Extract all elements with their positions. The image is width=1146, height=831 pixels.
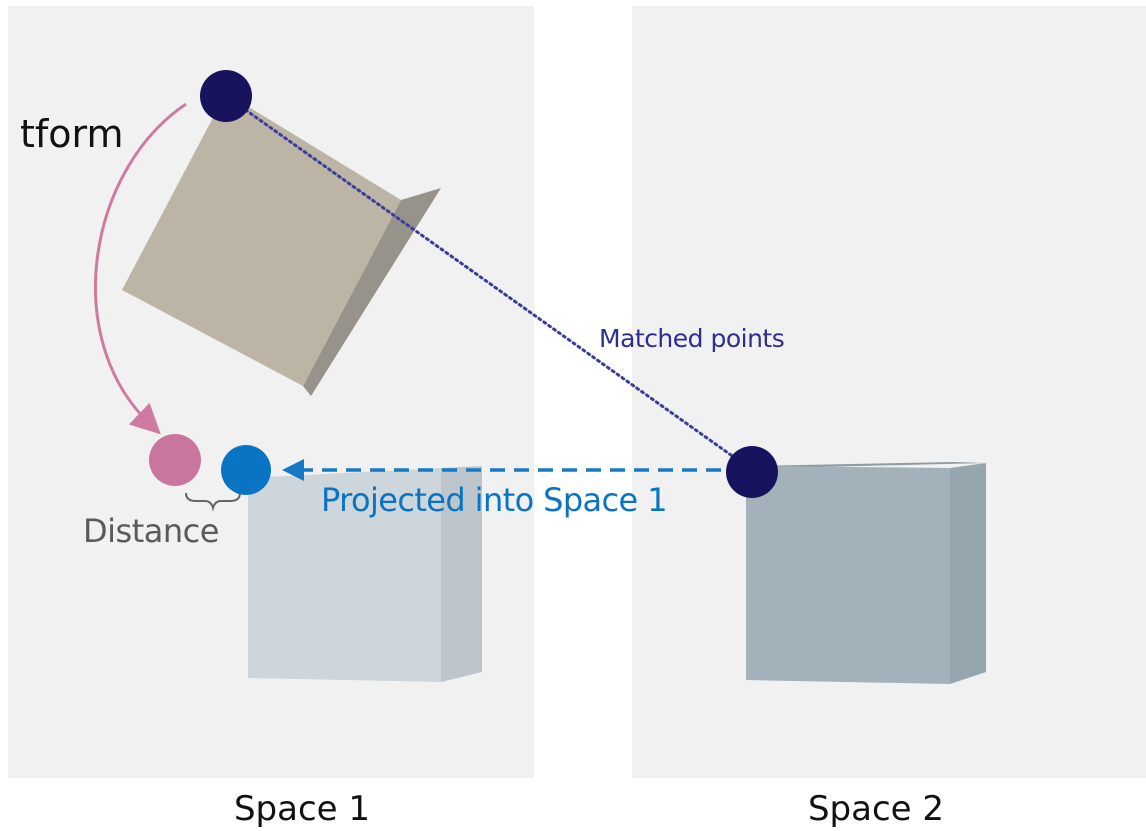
tilted-cube-side: [303, 188, 441, 396]
matched-points-line: [224, 94, 754, 472]
tilted-cube-front: [122, 93, 401, 386]
space2-cube: [746, 462, 986, 684]
space2-cube-side: [950, 463, 986, 684]
transformed-point: [149, 434, 201, 486]
distance-label: Distance: [83, 512, 219, 550]
projection-arrowhead: [282, 459, 304, 481]
space2-cube-top: [746, 462, 986, 468]
space1-label: Space 1: [234, 789, 370, 829]
space2-label: Space 2: [808, 789, 944, 829]
projected-label: Projected into Space 1: [321, 481, 667, 519]
matched-points-label: Matched points: [599, 324, 784, 353]
ghost-cube: [248, 466, 482, 682]
ghost-cube-side: [441, 466, 482, 682]
distance-brace: [185, 492, 241, 512]
space2-cube-front: [746, 466, 950, 684]
ghost-cube-front: [248, 468, 441, 682]
tform-label: tform: [20, 112, 124, 156]
source-point-space1: [200, 70, 252, 122]
projected-point: [221, 445, 271, 495]
point-space2: [726, 446, 778, 498]
tform-arrow: [94, 102, 187, 435]
tilted-cube: [122, 93, 441, 396]
